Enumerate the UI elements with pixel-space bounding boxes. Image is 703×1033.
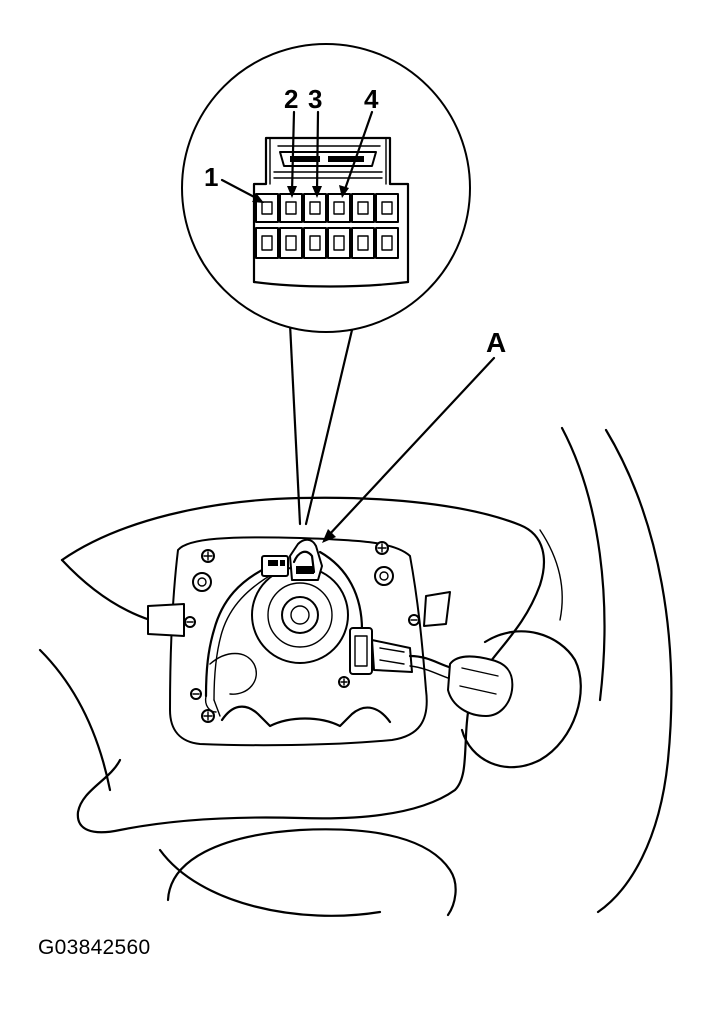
connector-a [289, 538, 323, 581]
terminal-4-arrow [339, 110, 374, 198]
callout-terminal-3: 3 [308, 84, 322, 114]
detail-leader-left [288, 322, 302, 526]
wheel-lower-section [166, 828, 457, 917]
screw-mid-left [184, 616, 196, 628]
detail-circle [181, 43, 471, 333]
detail-leader-right [304, 328, 354, 526]
hub-rotor-ring [267, 582, 333, 648]
wheel-lower-rim [158, 848, 382, 917]
screw-top-right [375, 541, 389, 555]
top-connector-small [261, 555, 289, 577]
screw-lower-left [190, 688, 202, 700]
screw-lower-right [338, 676, 350, 688]
screw-bottom-left [201, 709, 215, 723]
terminal-1-arrow [220, 178, 264, 203]
hub-tab-right [423, 591, 451, 627]
harness-wire-left-3 [204, 695, 221, 717]
terminal-3-arrow [312, 110, 322, 198]
wheel-rim-outer [596, 428, 673, 914]
hub-mechanism [147, 536, 514, 747]
hub-lower-edge [220, 705, 392, 728]
wheel-spoke-left [60, 558, 152, 622]
screw-upper-right [374, 566, 394, 586]
callout-terminal-2: 2 [284, 84, 298, 114]
wheel-spoke-right [460, 630, 582, 769]
callout-terminal-4: 4 [364, 84, 379, 114]
screw-top-left [201, 549, 215, 563]
screw-upper-left [192, 572, 212, 592]
plug-cable [408, 654, 454, 670]
hub-rotor-bore [290, 605, 310, 625]
plug-housing [447, 655, 514, 717]
callout-part-a: A [486, 327, 506, 358]
hub-left-lobe [209, 652, 257, 695]
hub-rotor-center [281, 596, 319, 634]
harness-wire-left-2 [213, 571, 277, 701]
wheel-spoke-lower-left [38, 648, 112, 792]
screw-mid-right [408, 614, 420, 626]
harness-wire-right [318, 550, 364, 632]
figure-code: G03842560 [38, 936, 151, 959]
terminal-2-arrow [287, 110, 297, 198]
callout-terminal-1: 1 [204, 162, 218, 192]
part-a-arrow [322, 356, 496, 543]
right-connector-block [349, 627, 413, 675]
hub-tab-left [147, 603, 185, 637]
detail-connector-housing [252, 136, 410, 288]
detail-magnifier: 1 2 3 4 [181, 43, 471, 526]
wheel-rim-inner [560, 426, 606, 702]
wheel-upper-contour [539, 529, 563, 621]
pin-row-top [255, 193, 399, 223]
pin-row-bottom [255, 227, 399, 259]
harness-wire-left [204, 564, 272, 698]
